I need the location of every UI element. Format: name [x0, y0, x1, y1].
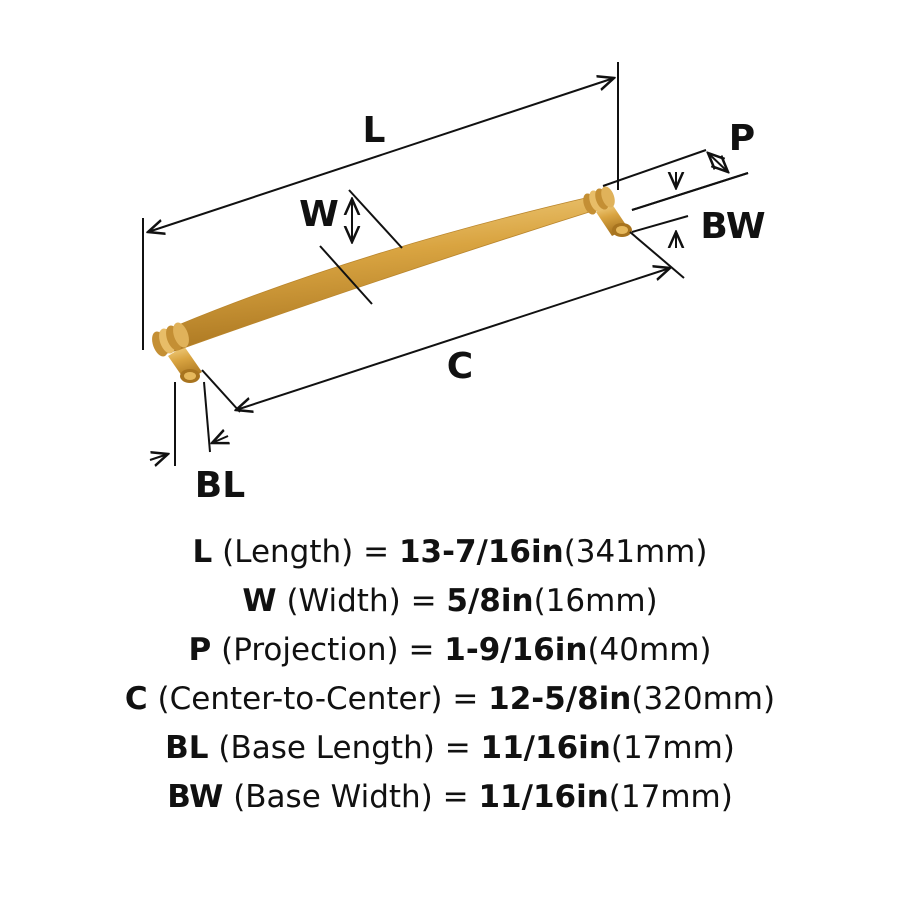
label-base-width: BW	[700, 206, 765, 247]
spec-code: BW	[167, 779, 224, 815]
spec-metric: (40mm)	[587, 632, 712, 668]
spec-eq: =	[442, 779, 469, 815]
spec-row-c: C (Center-to-Center) = 12-5/8in(320mm)	[0, 675, 900, 724]
spec-imperial: 11/16in	[478, 779, 609, 815]
handle-bar	[159, 195, 603, 355]
dimension-base-length	[149, 381, 228, 466]
spec-imperial: 13-7/16in	[398, 534, 564, 570]
pull-handle-diagram: L W P BW C BL	[142, 62, 766, 506]
spec-metric: (16mm)	[533, 583, 658, 619]
spec-code: C	[124, 681, 148, 717]
label-projection: P	[729, 118, 755, 159]
left-end-cap	[152, 322, 189, 357]
label-length: L	[363, 110, 386, 151]
spec-eq: =	[410, 583, 437, 619]
dimension-center-to-center	[201, 231, 685, 412]
spec-imperial: 5/8in	[446, 583, 534, 619]
spec-code: P	[188, 632, 212, 668]
spec-eq: =	[444, 730, 471, 766]
specification-list: L (Length) = 13-7/16in(341mm)W (Width) =…	[0, 528, 900, 822]
spec-metric: (320mm)	[631, 681, 776, 717]
spec-code: L	[192, 534, 213, 570]
spec-metric: (341mm)	[563, 534, 708, 570]
label-width: W	[299, 194, 339, 235]
spec-code: BL	[165, 730, 209, 766]
dimension-base-width	[631, 172, 749, 248]
spec-imperial: 1-9/16in	[444, 632, 588, 668]
spec-code: W	[242, 583, 277, 619]
spec-metric: (17mm)	[608, 779, 733, 815]
spec-eq: =	[452, 681, 479, 717]
handle-product	[152, 186, 632, 383]
label-base-length: BL	[195, 465, 245, 506]
spec-name: (Width)	[286, 583, 401, 619]
spec-row-bl: BL (Base Length) = 11/16in(17mm)	[0, 724, 900, 773]
spec-row-l: L (Length) = 13-7/16in(341mm)	[0, 528, 900, 577]
spec-row-p: P (Projection) = 1-9/16in(40mm)	[0, 626, 900, 675]
dimension-length	[142, 62, 619, 350]
spec-name: (Projection)	[221, 632, 399, 668]
spec-imperial: 11/16in	[480, 730, 611, 766]
label-center-to-center: C	[447, 346, 473, 387]
spec-row-w: W (Width) = 5/8in(16mm)	[0, 577, 900, 626]
spec-row-bw: BW (Base Width) = 11/16in(17mm)	[0, 773, 900, 822]
spec-eq: =	[363, 534, 390, 570]
spec-metric: (17mm)	[610, 730, 735, 766]
spec-eq: =	[408, 632, 435, 668]
spec-name: (Length)	[222, 534, 354, 570]
spec-name: (Base Length)	[218, 730, 435, 766]
left-post	[168, 346, 202, 383]
spec-imperial: 12-5/8in	[488, 681, 632, 717]
spec-name: (Base Width)	[233, 779, 433, 815]
spec-name: (Center-to-Center)	[157, 681, 443, 717]
